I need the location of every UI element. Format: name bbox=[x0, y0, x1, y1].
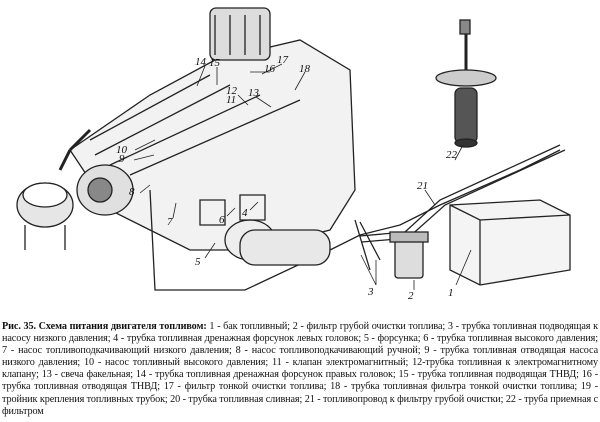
label-18: 18 bbox=[299, 63, 311, 75]
fuel-system-diagram: 1 2 3 4 5 6 7 8 9 10 11 12 13 14 15 16 1… bbox=[16, 7, 571, 302]
label-1: 1 bbox=[448, 287, 454, 299]
caption-text: 1 - бак топливный; 2 - фильтр грубой очи… bbox=[2, 321, 598, 417]
label-16: 16 bbox=[264, 63, 276, 75]
label-8: 8 bbox=[129, 186, 135, 198]
label-6: 6 bbox=[219, 214, 225, 226]
label-17: 17 bbox=[277, 54, 289, 66]
label-22: 22 bbox=[446, 149, 458, 161]
label-21: 21 bbox=[417, 180, 428, 192]
label-14: 14 bbox=[195, 56, 207, 68]
label-10: 10 bbox=[116, 144, 128, 156]
label-5: 5 bbox=[195, 256, 201, 268]
label-11: 11 bbox=[226, 94, 236, 106]
caption-title: Рис. 35. Схема питания двигателя топливо… bbox=[2, 321, 207, 332]
figure-caption: Рис. 35. Схема питания двигателя топливо… bbox=[2, 321, 598, 418]
label-4: 4 bbox=[242, 207, 248, 219]
label-2: 2 bbox=[408, 290, 414, 302]
engine-drawing: 1 2 3 4 5 6 7 8 9 10 11 12 13 14 15 16 1… bbox=[16, 7, 571, 302]
label-9: 9 bbox=[119, 153, 125, 165]
label-3: 3 bbox=[367, 286, 374, 298]
label-12: 12 bbox=[226, 85, 238, 97]
label-13: 13 bbox=[248, 87, 260, 99]
label-7: 7 bbox=[167, 216, 173, 228]
label-15: 15 bbox=[209, 57, 221, 69]
